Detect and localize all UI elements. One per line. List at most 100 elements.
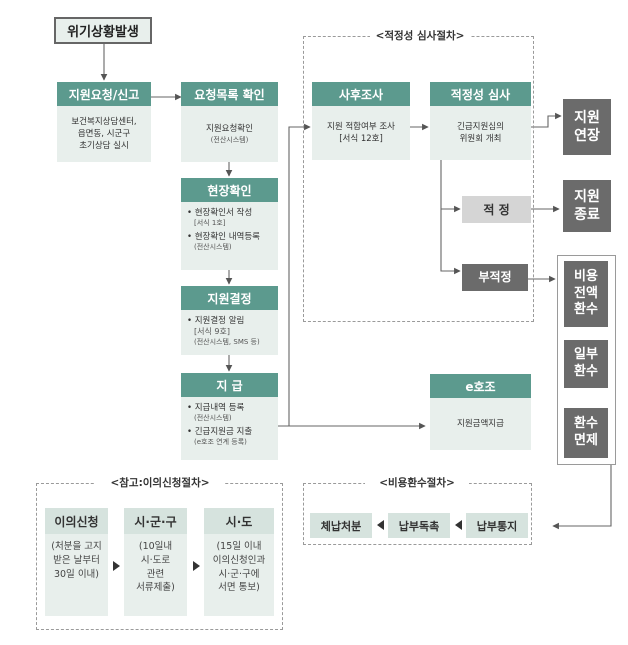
check-title: 요청목록 확인 [194,87,265,102]
committee-line: 위원회 개최 [459,134,502,144]
pay-header: 지 급 [181,373,278,397]
outcome-line: 종료 [574,207,600,223]
start-label: 위기상황발생 [67,25,139,40]
appeal-step-line: (10일내 [138,541,173,552]
outcome-line: 비용 [574,268,598,284]
appeal-step-header: 시·도 [204,508,274,534]
refund-caption: <비용환수절차> [365,475,469,490]
appeal-step-title: 시·도 [225,514,253,529]
pay-panel: • 지급내역 등록(전산시스템) • 긴급지원금 지출(e호조 연계 등록) [181,397,278,460]
appeal-step-line: 서면 통보) [218,582,260,594]
site-item: • 현장확인서 작성[서식 1호] [187,208,272,229]
review-caption: <적정성 심사절차> [370,28,470,43]
appeal-step-line: 30일 이내) [53,568,100,580]
appeal-step-panel: (처분을 고지 받은 날부터 30일 이내) [45,534,108,616]
ehojo-panel: 지원금액지급 [430,398,531,450]
refund-step: 체납처분 [310,513,372,538]
appeal-caption: <참고:이의신청절차> [95,475,225,490]
site-item-sub: [서식 1호] [194,219,226,228]
report-line: 초기상담 실시 [79,141,129,152]
post-check-line: 지원 적합여부 조사 [327,121,395,132]
outcome-line: 환수 [574,302,598,318]
appeal-step-line: 관련 [146,568,165,580]
outcome-line: 지원 [574,188,600,205]
inadequate-label: 부적정 [478,269,512,284]
pay-item-text: • 긴급지원금 지출 [187,426,253,437]
adequate-label: 적 정 [483,203,510,217]
decision-sub: (전산시스템, SMS 등) [194,338,260,347]
full-refund-box: 비용 전액 환수 [564,261,608,327]
site-title: 현장확인 [207,183,252,198]
outcome-line: 환수 [574,416,598,432]
adequate-box: 적 정 [462,196,531,223]
pay-item-sub: (e호조 연계 등록) [194,438,247,447]
pay-item-text: • 지급내역 등록 [187,403,245,413]
site-panel: • 현장확인서 작성[서식 1호] • 현장확인 내역등록(전산시스템) [181,202,278,270]
site-item-text: • 현장확인 내역등록 [187,231,260,242]
report-line: 보건복지상담센터, [71,116,137,127]
partial-refund-box: 일부 환수 [564,340,608,388]
appeal-step-panel: (10일내 시·도로 관련 서류제출) [124,534,187,616]
committee-panel: 긴급지원심의 위원회 개최 [430,106,531,160]
appeal-step-line: 서류제출) [136,582,175,594]
decision-header: 지원결정 [181,286,278,310]
report-line: 읍면동, 시군구 [77,128,131,139]
check-panel: 지원요청확인 (전산시스템) [181,106,278,162]
check-header: 요청목록 확인 [181,82,278,106]
refund-step-label: 납부통지 [476,519,518,533]
ehojo-title: e호조 [465,379,496,394]
appeal-step-line: 시·군·구에 [218,568,260,580]
refund-step-label: 체납처분 [320,519,362,533]
report-panel: 보건복지상담센터, 읍면동, 시군구 초기상담 실시 [57,106,151,162]
appeal-step-title: 시·군·구 [134,514,177,529]
pay-item: • 긴급지원금 지출(e호조 연계 등록) [187,427,272,448]
appeal-step-line: 받은 날부터 [53,554,100,566]
crisis-start-box: 위기상황발생 [54,17,152,44]
inadequate-box: 부적정 [462,264,528,291]
support-extend-box: 지원 연장 [563,99,611,155]
post-check-panel: 지원 적합여부 조사 [서식 12호] [312,106,410,160]
appeal-step-header: 이의신청 [45,508,108,534]
refund-exempt-box: 환수 면제 [564,408,608,458]
refund-step-label: 납부독촉 [398,519,440,533]
outcome-line: 연장 [574,128,600,144]
site-item-sub: (전산시스템) [194,243,232,252]
appeal-step-line: (15일 이내 [216,541,262,552]
appeal-step-panel: (15일 이내 이의신청인과 시·군·구에 서면 통보) [204,534,274,616]
appeal-step-header: 시·군·구 [124,508,187,534]
post-check-title: 사후조사 [338,87,384,102]
outcome-line: 환수 [574,364,598,379]
arrow-left-icon [377,520,384,530]
pay-item: • 지급내역 등록(전산시스템) [187,403,272,424]
arrow-right-icon [113,561,120,571]
refund-step: 납부통지 [466,513,528,538]
report-header: 지원요청/신고 [57,82,151,106]
arrow-right-icon [193,561,200,571]
outcome-line: 면제 [574,433,598,448]
pay-item-sub: (전산시스템) [194,414,232,423]
report-title: 지원요청/신고 [68,87,140,102]
ehojo-header: e호조 [430,374,531,398]
check-line: 지원요청확인 [206,123,253,134]
decision-panel: • 지원결정 알림 [서식 9호] (전산시스템, SMS 등) [181,310,278,355]
post-check-header: 사후조사 [312,82,410,106]
committee-title: 적정성 심사 [450,87,511,102]
outcome-line: 지원 [574,109,600,126]
site-item-text: • 현장확인서 작성 [187,208,253,218]
check-subline: (전산시스템) [210,136,249,145]
appeal-step-line: (처분을 고지 [51,541,102,552]
appeal-step-line: 이의신청인과 [212,554,266,566]
support-end-box: 지원 종료 [563,180,611,232]
outcome-line: 일부 [574,347,598,363]
committee-header: 적정성 심사 [430,82,531,106]
site-header: 현장확인 [181,178,278,202]
site-item: • 현장확인 내역등록(전산시스템) [187,232,272,253]
pay-title: 지 급 [216,378,243,393]
decision-title: 지원결정 [207,291,252,306]
outcome-line: 전액 [574,285,598,301]
committee-line: 긴급지원심의 [457,121,504,132]
ehojo-line: 지원금액지급 [457,418,504,429]
arrow-left-icon [455,520,462,530]
decision-item: • 지원결정 알림 [187,316,245,326]
